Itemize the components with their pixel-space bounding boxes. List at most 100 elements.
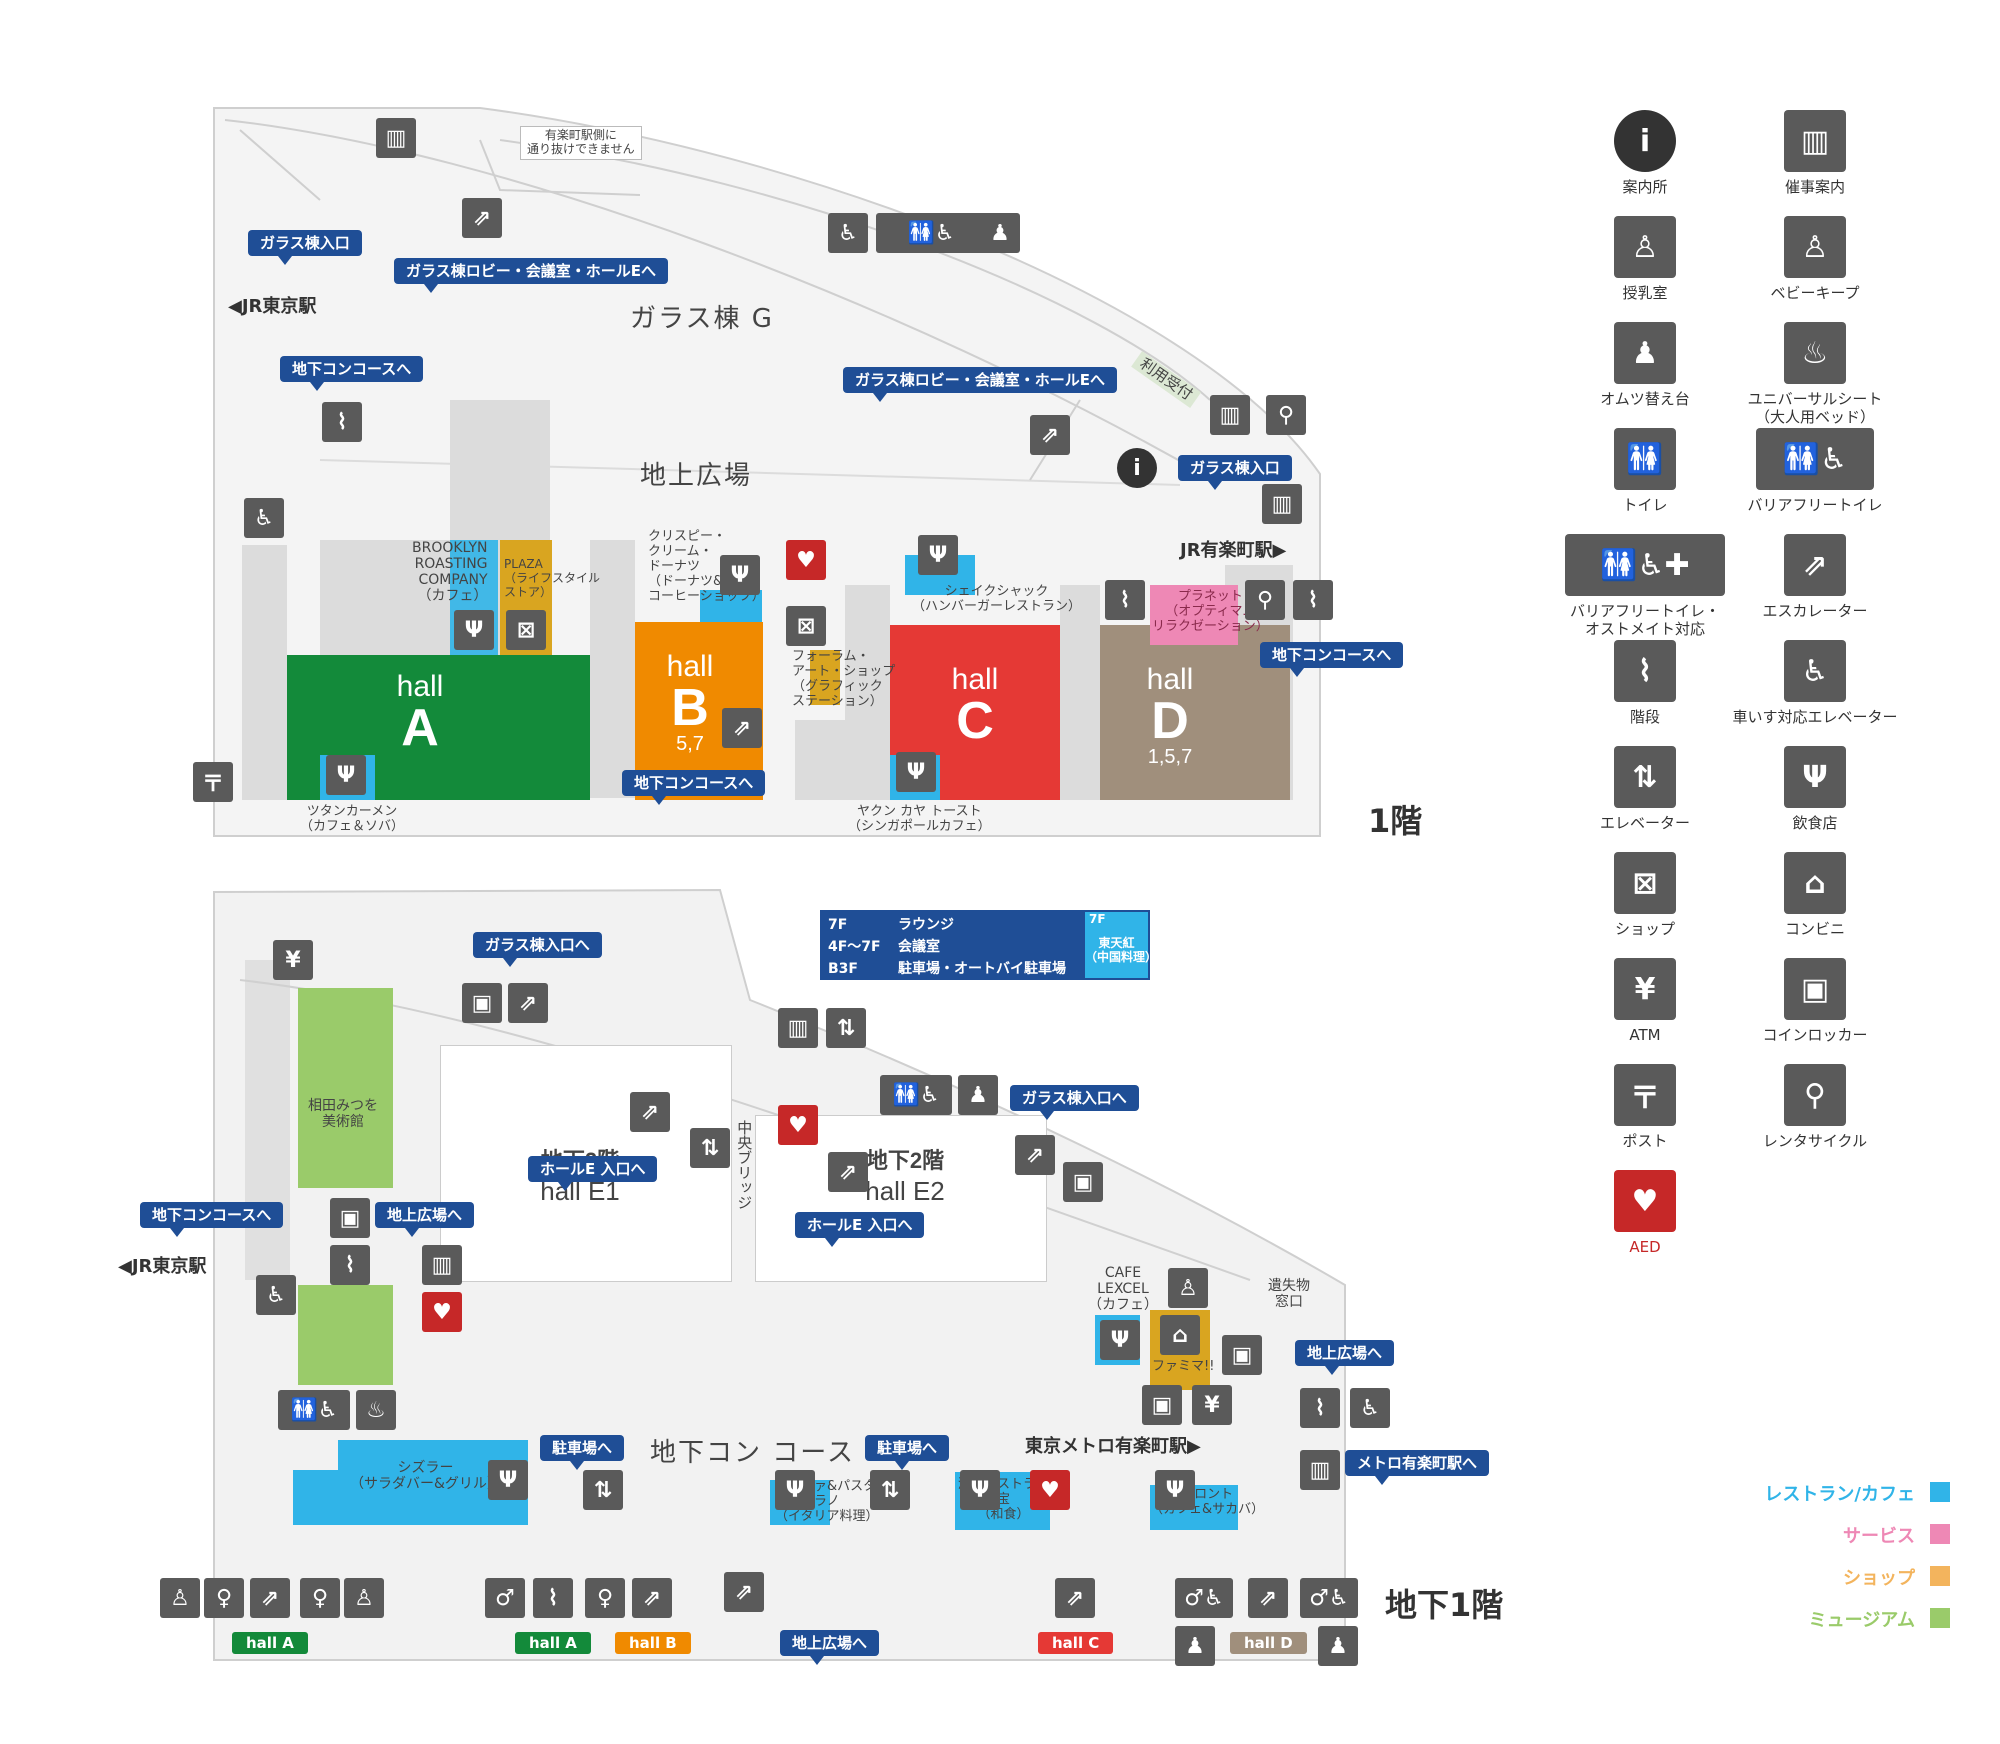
escalator-icon[interactable]: ⇗	[1055, 1578, 1095, 1618]
hall-a-tag[interactable]: hall A	[515, 1632, 591, 1654]
restaurant-icon[interactable]: Ψ	[720, 555, 760, 595]
escalator-icon[interactable]: ⇗	[508, 983, 548, 1023]
stairs-icon[interactable]: ⌇	[322, 402, 362, 442]
sign-glass-lobby-right[interactable]: ガラス棟ロビー・会議室・ホールEへ	[843, 367, 1117, 402]
hall-d-tag[interactable]: hall D	[1230, 1632, 1307, 1654]
hall-c-tag[interactable]: hall C	[1038, 1632, 1114, 1654]
escalator-icon[interactable]: ⇗	[462, 198, 502, 238]
hall-d-area[interactable]	[1100, 625, 1290, 800]
toilet-icon[interactable]: 🚻♿	[880, 1075, 952, 1115]
wheelchair-elevator-icon[interactable]: ♿	[828, 213, 868, 253]
stairs-icon[interactable]: ⌇	[1293, 580, 1333, 620]
sign-chika-concourse-mid[interactable]: 地下コンコースへ	[622, 770, 766, 805]
planet-shop[interactable]	[1150, 585, 1238, 645]
restaurant-icon[interactable]: Ψ	[896, 752, 936, 792]
sign-glass-lobby-left[interactable]: ガラス棟ロビー・会議室・ホールEへ	[394, 258, 668, 293]
escalator-icon[interactable]: ⇗	[630, 1092, 670, 1132]
toilet-icon[interactable]: 🚻♿	[278, 1390, 350, 1430]
sign-parking-right[interactable]: 駐車場へ	[865, 1435, 950, 1470]
hall-a-tag[interactable]: hall A	[232, 1632, 308, 1654]
diaper-table-icon[interactable]: ♟	[980, 213, 1020, 253]
forum-art-shop[interactable]	[810, 650, 840, 705]
restaurant-icon[interactable]: Ψ	[775, 1470, 815, 1510]
jr-tokyo-station[interactable]: ◀JR東京駅	[228, 296, 317, 317]
event-guide-icon[interactable]: ▥	[422, 1245, 462, 1285]
restaurant-icon[interactable]: Ψ	[454, 610, 494, 650]
aed-icon[interactable]: ♥	[778, 1105, 818, 1145]
metro-yurakucho-station[interactable]: 東京メトロ有楽町駅▶	[1025, 1436, 1201, 1457]
event-guide-icon[interactable]: ▥	[1300, 1450, 1340, 1490]
escalator-icon[interactable]: ⇗	[250, 1578, 290, 1618]
restaurant-icon[interactable]: Ψ	[960, 1470, 1000, 1510]
escalator-icon[interactable]: ⇗	[1248, 1578, 1288, 1618]
restaurant-icon[interactable]: Ψ	[326, 755, 366, 795]
coin-locker-icon[interactable]: ▣	[1142, 1385, 1182, 1425]
toilet-icon[interactable]: ♂	[485, 1578, 525, 1618]
elevator-icon[interactable]: ⇅	[870, 1470, 910, 1510]
stairs-icon[interactable]: ⌇	[533, 1578, 573, 1618]
event-guide-icon[interactable]: ▥	[1262, 484, 1302, 524]
toilet-icon[interactable]: ♀	[300, 1578, 340, 1618]
sign-chika-concourse-right[interactable]: 地下コンコースへ	[1260, 642, 1404, 677]
crispy-shop[interactable]	[700, 590, 762, 622]
sign-glass-entrance-top[interactable]: ガラス棟入口へ	[473, 932, 602, 967]
coin-locker-icon[interactable]: ▣	[1063, 1162, 1103, 1202]
hall-b-tag[interactable]: hall B	[615, 1632, 691, 1654]
diaper-table-icon[interactable]: ♟	[958, 1075, 998, 1115]
barrier-free-toilet-icon[interactable]: 🚻♿	[876, 213, 986, 253]
sign-hall-e-left[interactable]: ホールE 入口へ	[528, 1156, 658, 1191]
escalator-icon[interactable]: ⇗	[1015, 1135, 1055, 1175]
atm-icon[interactable]: ¥	[273, 940, 313, 980]
nursing-room-icon[interactable]: ♙	[1168, 1268, 1208, 1308]
sign-chika-concourse[interactable]: 地下コンコースへ	[140, 1202, 284, 1237]
escalator-icon[interactable]: ⇗	[722, 708, 762, 748]
coin-locker-icon[interactable]: ▣	[1222, 1335, 1262, 1375]
post-icon[interactable]: 〒	[193, 762, 233, 802]
sign-chijo-hiroba-left[interactable]: 地上広場へ	[375, 1202, 475, 1237]
restaurant-icon[interactable]: Ψ	[918, 535, 958, 575]
wheelchair-elevator-icon[interactable]: ♿	[256, 1275, 296, 1315]
wheelchair-elevator-icon[interactable]: ♿	[1350, 1388, 1390, 1428]
diaper-table-icon[interactable]: ♟	[1318, 1626, 1358, 1666]
sign-glass-entrance-right[interactable]: ガラス棟入口	[1178, 455, 1292, 490]
sign-parking-left[interactable]: 駐車場へ	[540, 1435, 625, 1470]
toilet-icon[interactable]: ♀	[204, 1578, 244, 1618]
sign-chijo-hiroba-bottom[interactable]: 地上広場へ	[780, 1630, 880, 1665]
barrier-free-toilet-icon[interactable]: ♂♿	[1175, 1578, 1233, 1618]
sign-glass-entrance-left[interactable]: ガラス棟入口	[248, 230, 362, 265]
universal-sheet-icon[interactable]: ♨	[356, 1390, 396, 1430]
convenience-store-icon[interactable]: ⌂	[1160, 1315, 1200, 1355]
barrier-free-toilet-icon[interactable]: ♂♿	[1300, 1578, 1358, 1618]
baby-keep-icon[interactable]: ♙	[344, 1578, 384, 1618]
atm-icon[interactable]: ¥	[1192, 1385, 1232, 1425]
restaurant-icon[interactable]: Ψ	[1155, 1470, 1195, 1510]
elevator-icon[interactable]: ⇅	[826, 1008, 866, 1048]
sign-glass-entrance-mid[interactable]: ガラス棟入口へ	[1010, 1085, 1139, 1120]
stairs-icon[interactable]: ⌇	[1300, 1388, 1340, 1428]
aed-icon[interactable]: ♥	[786, 540, 826, 580]
museum-area[interactable]	[298, 988, 393, 1188]
elevator-icon[interactable]: ⇅	[583, 1470, 623, 1510]
museum-area-lower[interactable]	[298, 1285, 393, 1385]
coin-locker-icon[interactable]: ▣	[330, 1198, 370, 1238]
event-guide-icon[interactable]: ▥	[778, 1008, 818, 1048]
stairs-icon[interactable]: ⌇	[1105, 580, 1145, 620]
event-guide-icon[interactable]: ▥	[1210, 395, 1250, 435]
escalator-icon[interactable]: ⇗	[1030, 415, 1070, 455]
escalator-icon[interactable]: ⇗	[828, 1152, 868, 1192]
sign-metro[interactable]: メトロ有楽町駅へ	[1345, 1450, 1490, 1485]
sign-hall-e-mid[interactable]: ホールE 入口へ	[795, 1212, 925, 1247]
toilet-icon[interactable]: ♀	[585, 1578, 625, 1618]
restaurant-icon[interactable]: Ψ	[1100, 1320, 1140, 1360]
baby-keep-icon[interactable]: ♙	[160, 1578, 200, 1618]
elevator-icon[interactable]: ⇅	[690, 1128, 730, 1168]
wheelchair-elevator-icon[interactable]: ♿	[244, 498, 284, 538]
rental-cycle-icon[interactable]: ⚲	[1266, 395, 1306, 435]
sign-chijo-hiroba-right[interactable]: 地上広場へ	[1295, 1340, 1395, 1375]
shop-icon[interactable]: ⊠	[506, 610, 546, 650]
coin-locker-icon[interactable]: ▣	[462, 983, 502, 1023]
restaurant-icon[interactable]: Ψ	[488, 1460, 528, 1500]
info-icon[interactable]: i	[1117, 448, 1157, 488]
jr-yurakucho-station[interactable]: JR有楽町駅▶	[1180, 540, 1287, 561]
escalator-icon[interactable]: ⇗	[632, 1578, 672, 1618]
